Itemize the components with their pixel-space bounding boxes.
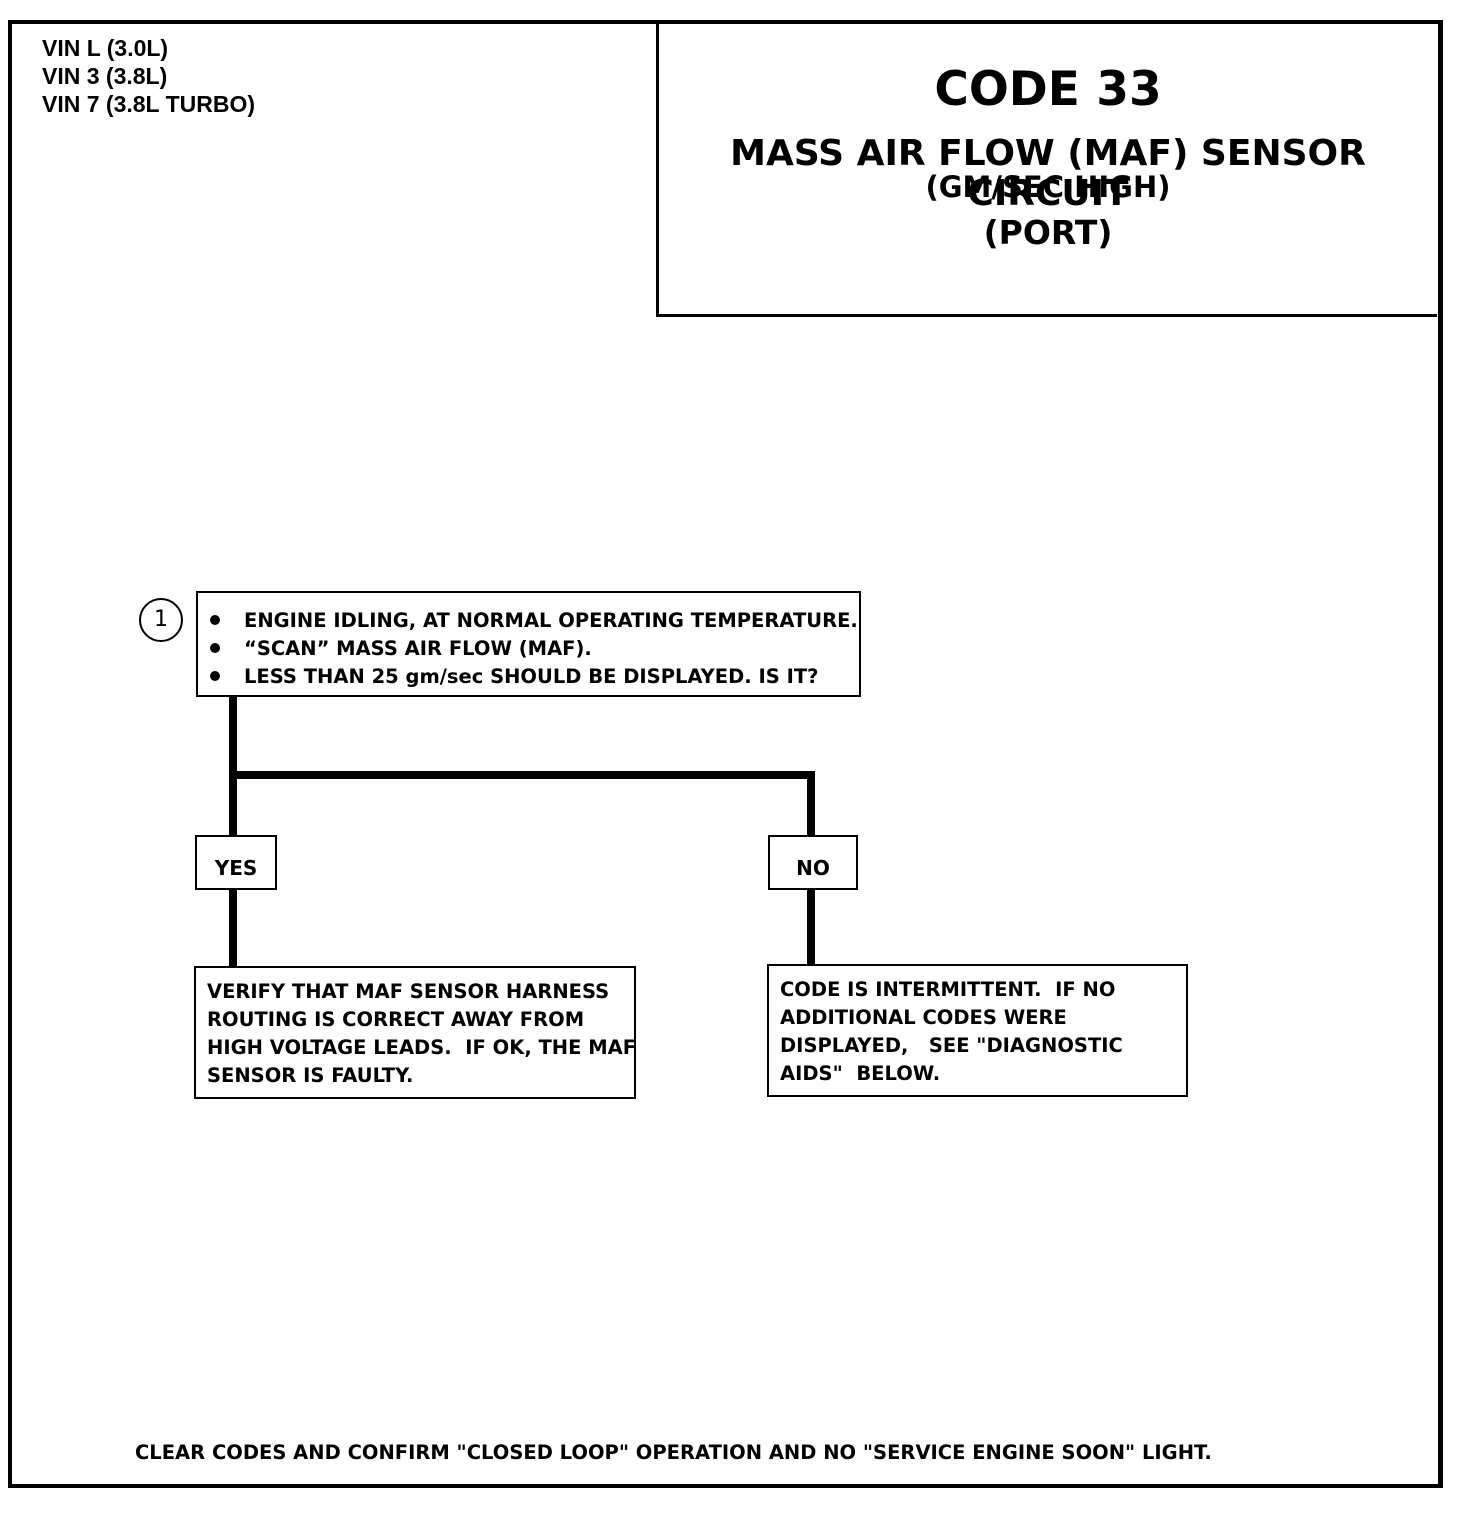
result-line: ADDITIONAL CODES WERE <box>780 1006 1067 1029</box>
no-result-box: CODE IS INTERMITTENT. IF NO ADDITIONAL C… <box>767 964 1188 1097</box>
step-item: ENGINE IDLING, AT NORMAL OPERATING TEMPE… <box>210 607 859 635</box>
step-item-text: “SCAN” MASS AIR FLOW (MAF). <box>244 637 592 660</box>
title-block: CODE 33 MASS AIR FLOW (MAF) SENSOR CIRCU… <box>656 20 1437 317</box>
yes-result-box: VERIFY THAT MAF SENSOR HARNESS ROUTING I… <box>194 966 636 1099</box>
yes-branch-label: YES <box>195 835 277 890</box>
injection-type: (PORT) <box>983 213 1113 252</box>
code-title: CODE 33 <box>934 62 1162 117</box>
no-branch-label: NO <box>768 835 858 890</box>
step-item: LESS THAN 25 gm/sec SHOULD BE DISPLAYED.… <box>210 663 859 691</box>
circuit-condition: (GM/SEC HIGH) <box>925 170 1171 204</box>
circuit-title: MASS AIR FLOW (MAF) SENSOR CIRCUIT <box>730 133 1366 214</box>
result-line: DISPLAYED, SEE "DIAGNOSTIC <box>780 1034 1123 1057</box>
vin-line: VIN L (3.0L) <box>42 35 169 61</box>
result-line: AIDS" BELOW. <box>780 1062 941 1085</box>
result-line: CODE IS INTERMITTENT. IF NO <box>780 978 1116 1001</box>
step-box: ENGINE IDLING, AT NORMAL OPERATING TEMPE… <box>196 591 861 697</box>
step-checklist: ENGINE IDLING, AT NORMAL OPERATING TEMPE… <box>198 593 859 691</box>
vin-line: VIN 3 (3.8L) <box>42 63 168 89</box>
vin-list: VIN L (3.0L) VIN 3 (3.8L) VIN 7 (3.8L TU… <box>42 34 255 118</box>
step-number-circle: 1 <box>139 598 183 642</box>
step-item: “SCAN” MASS AIR FLOW (MAF). <box>210 635 859 663</box>
vin-line: VIN 7 (3.8L TURBO) <box>42 91 255 117</box>
bullet-icon <box>210 614 220 625</box>
result-line: ROUTING IS CORRECT AWAY FROM <box>207 1008 585 1031</box>
page-frame <box>8 20 1443 1488</box>
bullet-icon <box>210 642 220 653</box>
result-line: HIGH VOLTAGE LEADS. IF OK, THE MAF <box>207 1036 637 1059</box>
footer-note: CLEAR CODES AND CONFIRM "CLOSED LOOP" OP… <box>135 1441 1212 1464</box>
bullet-icon <box>210 670 220 681</box>
step-item-text: ENGINE IDLING, AT NORMAL OPERATING TEMPE… <box>244 609 858 632</box>
step-item-text: LESS THAN 25 gm/sec SHOULD BE DISPLAYED.… <box>244 665 819 688</box>
result-line: SENSOR IS FAULTY. <box>207 1064 414 1087</box>
result-line: VERIFY THAT MAF SENSOR HARNESS <box>207 980 610 1003</box>
